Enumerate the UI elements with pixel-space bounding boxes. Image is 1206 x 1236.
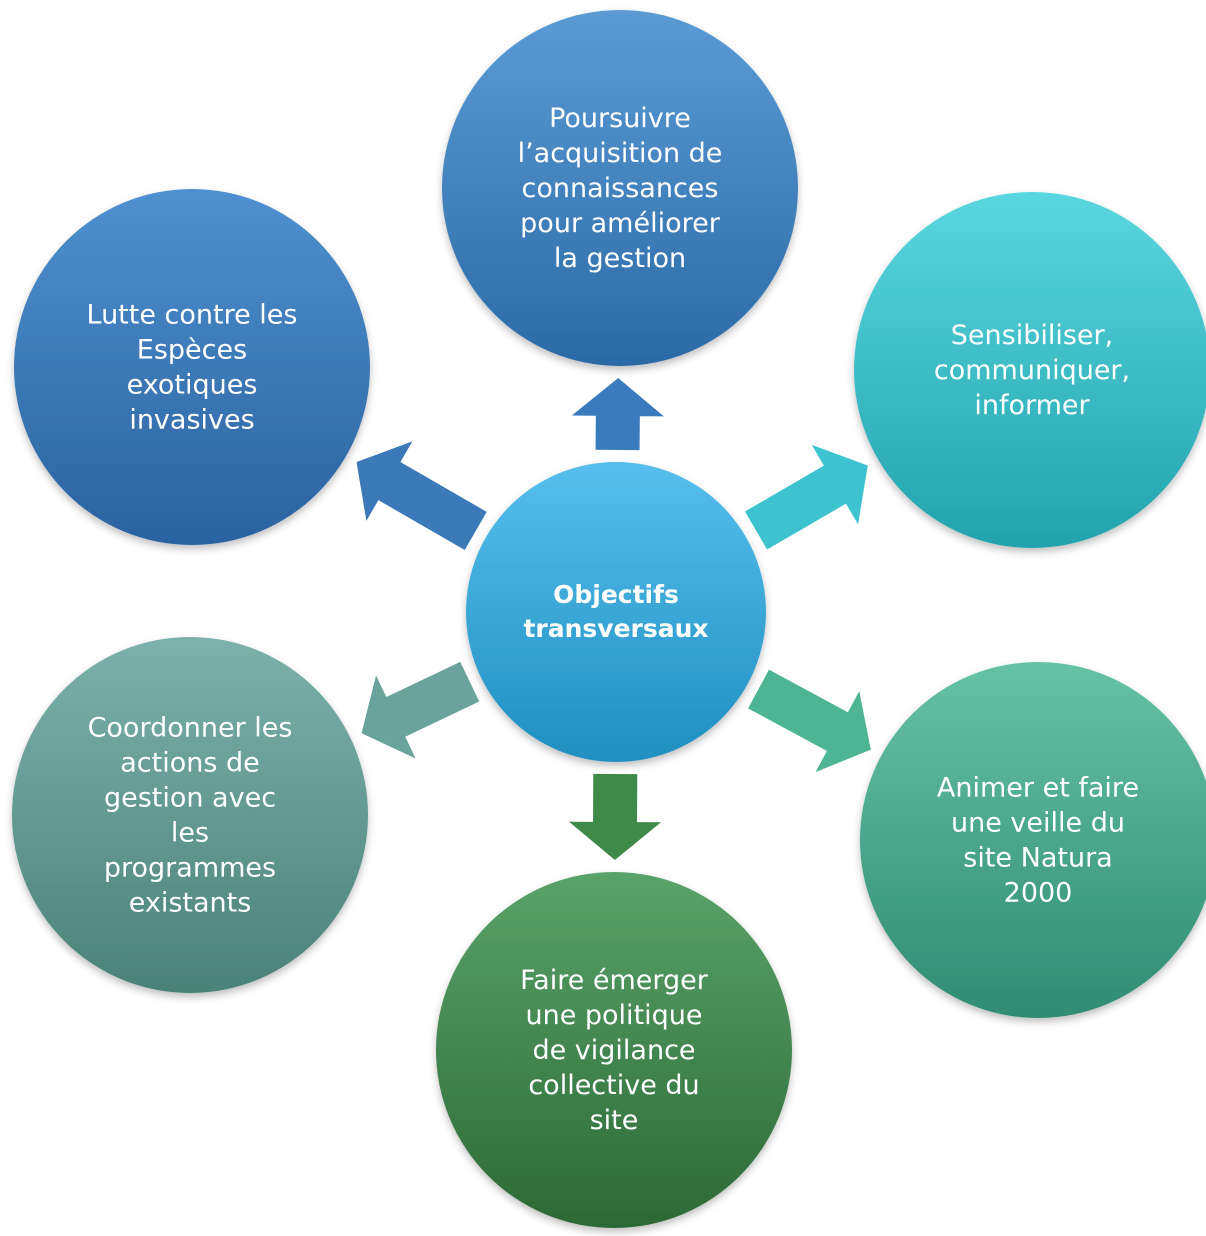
node-circle-bottom-left	[12, 637, 368, 993]
node-text-line: gestion avec	[104, 783, 276, 814]
node-text-line: la gestion	[554, 243, 686, 274]
arrows-layer	[356, 377, 871, 861]
node-text-line: Poursuivre	[549, 103, 691, 134]
nodes-layer: Poursuivre l’acquisition de connaissances p…	[12, 10, 1206, 1228]
node-text-line: actions de	[120, 748, 260, 779]
center-text-line: Objectifs	[553, 580, 679, 609]
node-text-line: Faire émerger	[520, 965, 709, 996]
node-circle-bottom	[436, 872, 792, 1228]
arrow-to-bottom-right	[748, 669, 871, 773]
node-text-line: Animer et faire	[937, 773, 1139, 804]
center-text-line: transversaux	[523, 614, 708, 643]
node-circle-top-left	[14, 189, 370, 545]
node-text-line: existants	[129, 888, 252, 919]
node-circle-top	[442, 10, 798, 366]
node-bottom-left: Coordonner les actions de gestion avec les p…	[12, 637, 368, 993]
node-text-line: 2000	[1004, 878, 1073, 909]
arrow-to-top-right	[744, 444, 868, 550]
node-text-line: Espèces	[137, 335, 247, 366]
arrow-to-bottom	[569, 773, 662, 861]
node-text-line: une politique	[525, 1000, 702, 1031]
node-text-line: Sensibiliser,	[951, 320, 1113, 351]
arrow-to-top-left	[356, 441, 487, 550]
node-text-line: exotiques	[127, 370, 258, 401]
node-circle-bottom-right	[860, 662, 1206, 1018]
node-text-line: une veille du	[951, 808, 1125, 839]
node-text-line: collective du	[528, 1070, 699, 1101]
node-top: Poursuivre l’acquisition de connaissances p…	[442, 10, 798, 366]
node-text-line: informer	[974, 390, 1090, 421]
node-text-line: communiquer,	[934, 355, 1130, 386]
node-text-line: invasives	[129, 405, 254, 436]
node-top-right: Sensibiliser, communiquer, informer	[854, 192, 1206, 548]
node-text-line: site	[590, 1105, 639, 1136]
node-text-line: site Natura	[963, 843, 1112, 874]
node-bottom: Faire émerger une politique de vigilance co…	[436, 872, 792, 1228]
node-bottom-right: Animer et faire une veille du site Natura 2…	[860, 662, 1206, 1018]
arrow-to-top	[571, 377, 664, 451]
node-text-line: l’acquisition de	[518, 138, 723, 169]
arrow-to-bottom-left	[361, 661, 480, 759]
node-circle-top-right	[854, 192, 1206, 548]
node-text-line: Coordonner les	[88, 713, 293, 744]
node-text-line: Lutte contre les	[87, 300, 298, 331]
node-text-line: les	[171, 818, 209, 849]
node-text-line: connaissances	[522, 173, 719, 204]
center-circle	[466, 462, 766, 762]
center-node: Objectifs transversaux	[466, 462, 766, 762]
node-text-line: pour améliorer	[520, 208, 721, 239]
node-text-line: programmes	[104, 853, 276, 884]
node-text-line: de vigilance	[532, 1035, 695, 1066]
